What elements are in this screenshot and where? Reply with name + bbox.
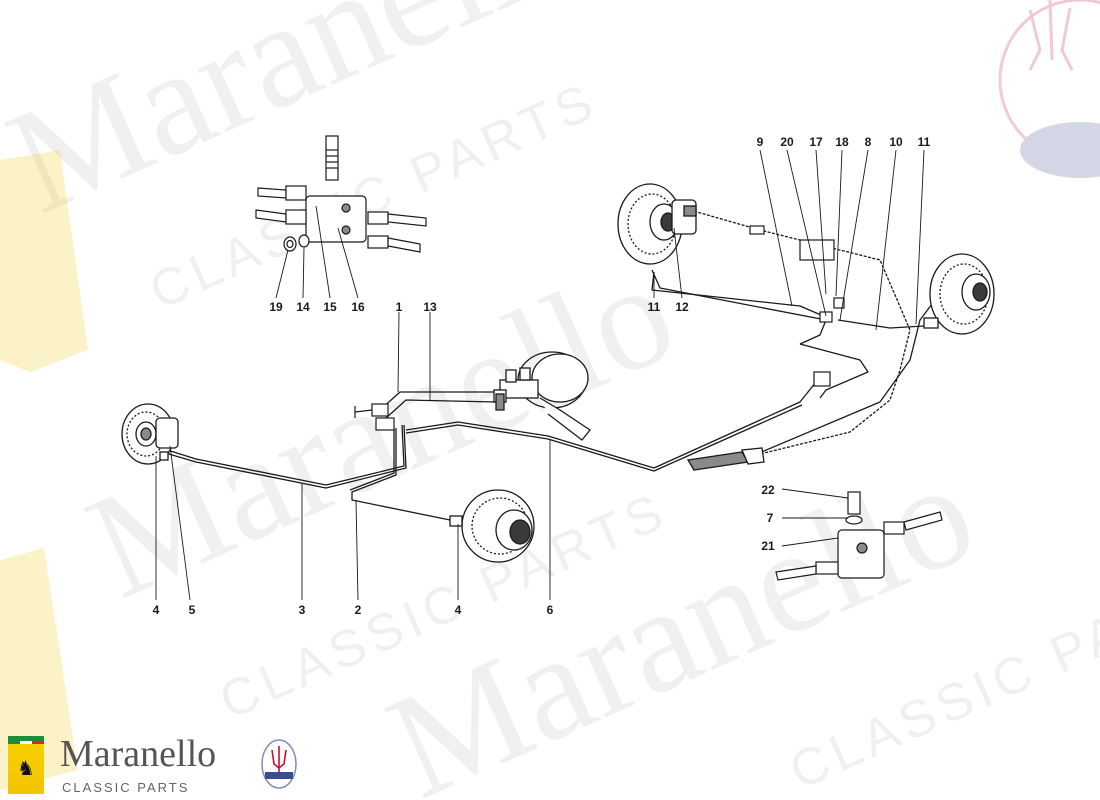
handbrake-lever (686, 447, 765, 471)
pipe-10 (837, 319, 925, 329)
callout-3: 3 (299, 603, 306, 617)
pipe-junction (354, 403, 395, 431)
callout-12: 12 (675, 300, 689, 314)
callout-6: 6 (547, 603, 554, 617)
callout-21: 21 (761, 539, 775, 553)
rear-right-disc (923, 253, 995, 335)
front-right-disc (449, 489, 535, 563)
callout-5: 5 (189, 603, 196, 617)
callout-4-left: 4 (153, 603, 160, 617)
leader-lines (155, 149, 925, 601)
front-left-disc (121, 403, 179, 465)
callout-8: 8 (865, 135, 872, 149)
rear-fittings (749, 225, 845, 387)
brake-servo (493, 351, 591, 441)
callout-13: 13 (423, 300, 437, 314)
callout-2: 2 (355, 603, 362, 617)
callout-4-right: 4 (455, 603, 462, 617)
maranello-logo: ♞ Maranello CLASSIC PARTS (4, 733, 304, 800)
prancing-horse-icon: ♞ (17, 756, 35, 780)
callout-1: 1 (396, 300, 403, 314)
callout-19: 19 (269, 300, 283, 314)
pipe-13 (385, 399, 497, 419)
callout-11-right: 11 (918, 135, 931, 149)
logo-title: Maranello (60, 733, 217, 775)
proportioning-valve-bottom (775, 491, 943, 581)
trident-icon (261, 739, 297, 789)
watermark-ferrari-badge-left (0, 150, 88, 790)
callout-15: 15 (323, 300, 337, 314)
callout-7: 7 (767, 511, 774, 525)
watermark-maserati-badge-right (998, 0, 1100, 178)
ferrari-badge: ♞ (8, 736, 44, 794)
callout-11-left: 11 (648, 300, 661, 314)
brake-pipes (161, 209, 951, 521)
logo-subtitle: CLASSIC PARTS (62, 780, 190, 795)
callout-9: 9 (757, 135, 764, 149)
handbrake-cable (689, 209, 911, 457)
callout-10: 10 (889, 135, 903, 149)
callout-16: 16 (351, 300, 365, 314)
pipe-2 (351, 428, 451, 521)
callout-22: 22 (761, 483, 775, 497)
callout-20: 20 (780, 135, 794, 149)
callout-14: 14 (296, 300, 310, 314)
rear-left-disc (617, 183, 697, 265)
callout-18: 18 (835, 135, 849, 149)
callouts: 19 14 15 16 1 13 4 5 3 2 4 6 11 12 9 20 … (153, 135, 931, 617)
proportioning-valve-top (255, 135, 427, 253)
callout-17: 17 (809, 135, 823, 149)
pipe-11 (651, 271, 829, 319)
pipe-3 (161, 424, 407, 489)
pipe-6 (405, 381, 817, 469)
